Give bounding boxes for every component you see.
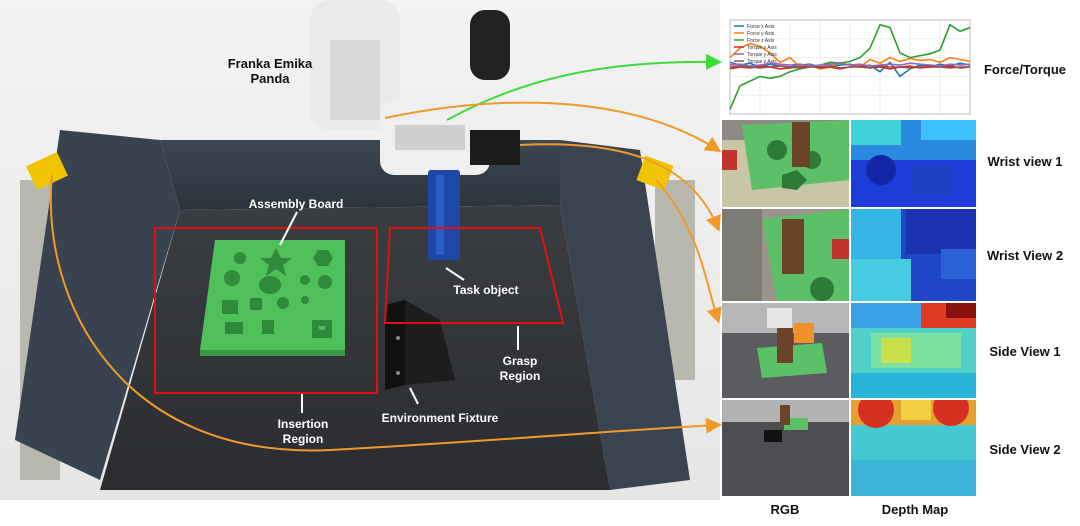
- column-rgb-label: RGB: [770, 502, 800, 517]
- wrist-view-1-depth: [851, 120, 976, 207]
- assembly-board: [200, 240, 345, 356]
- legend-entry-4: Torque x Axis: [747, 45, 777, 51]
- grasp-region-label: Grasp Region: [499, 354, 541, 383]
- series-line-5: [729, 62, 971, 67]
- wrist-view-1-label: Wrist view 1: [987, 154, 1063, 169]
- legend-entry-5: Torque y Axis: [747, 52, 777, 58]
- bin-floor: [100, 205, 610, 490]
- scene-photo: [0, 0, 720, 500]
- side-view-2-label: Side View 2: [989, 442, 1061, 457]
- wrist-view-2-rgb: [722, 209, 849, 301]
- assembly-board-label: Assembly Board: [248, 197, 344, 211]
- robot-label: Franka Emika Panda: [227, 56, 313, 86]
- left-camera: [26, 152, 68, 190]
- legend-entry-3: Force z Axis: [747, 38, 775, 44]
- side-view-1-rgb: [722, 303, 849, 398]
- wrist-view-1-rgb: [722, 120, 849, 207]
- environment-fixture-label: Environment Fixture: [381, 411, 499, 425]
- side-view-2-depth: [851, 400, 976, 496]
- legend-entry-2: Force y Axis: [747, 31, 775, 37]
- wrist-view-2-label: Wrist View 2: [986, 248, 1064, 263]
- insertion-region-label: Insertion Region: [277, 417, 329, 446]
- wrist-view-2-depth: [851, 209, 976, 301]
- side-view-1-label: Side View 1: [989, 344, 1061, 359]
- task-object-label: Task object: [453, 283, 519, 297]
- side-view-1-depth: [851, 303, 976, 398]
- legend-entry-6: Torque z Axis: [747, 59, 777, 65]
- force-torque-label: Force/Torque: [983, 62, 1067, 77]
- column-depth-label: Depth Map: [881, 502, 949, 517]
- series-line-6: [729, 65, 970, 69]
- legend-entry-1: Force x Axis: [747, 24, 775, 30]
- series-line-3: [729, 23, 971, 110]
- side-view-2-rgb: [722, 400, 849, 496]
